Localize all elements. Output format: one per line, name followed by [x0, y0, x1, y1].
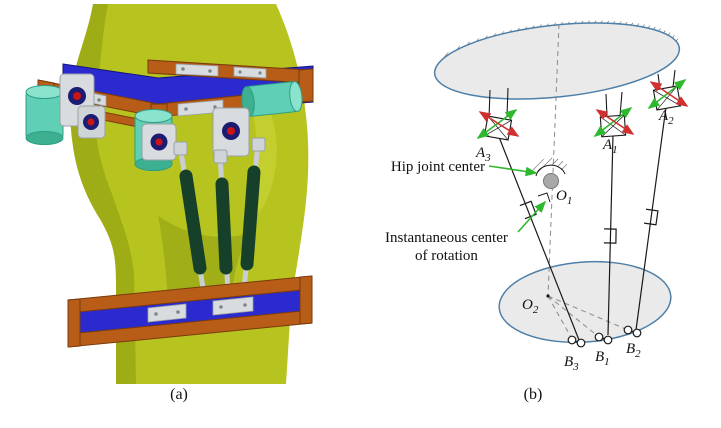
joint-disc-right — [222, 122, 240, 140]
leg-2 — [635, 106, 667, 331]
bottom-platform — [498, 260, 672, 344]
right-angle-mark — [537, 192, 551, 203]
joint-disc-middle — [150, 133, 168, 151]
panel-b-svg: Hip joint center Instantaneous center of… — [385, 20, 689, 373]
panel-a-svg — [25, 4, 314, 384]
label-A3: A3 — [475, 145, 491, 164]
icr-arrow — [517, 200, 547, 233]
actuator-strut-3 — [240, 137, 266, 291]
annotation-arrows — [488, 165, 547, 233]
motor-left — [25, 85, 64, 145]
joint-disc-left-upper — [68, 87, 86, 105]
top-platform — [433, 20, 681, 100]
icr-label-line2: of rotation — [415, 248, 478, 264]
hip-center-arrow — [488, 165, 538, 177]
icr-label-line1: Instantaneous center — [385, 230, 508, 246]
panel-b-schematic: Hip joint center Instantaneous center of… — [352, 4, 714, 384]
label-B2: B2 — [626, 341, 641, 360]
o2-point — [546, 294, 550, 298]
label-B3: B3 — [564, 354, 579, 373]
label-O1: O1 — [556, 188, 572, 207]
panel-a-render — [8, 4, 350, 384]
joint-A2 — [647, 79, 689, 111]
joint-B3 — [567, 335, 586, 348]
prismatic-joints — [519, 200, 659, 244]
actuator-strut-2 — [213, 149, 233, 293]
actuator-strut-1 — [173, 141, 207, 295]
label-A2: A2 — [658, 108, 674, 127]
leg-1 — [607, 134, 614, 336]
hip-joint-center-label: Hip joint center — [391, 159, 485, 175]
legs — [498, 106, 667, 341]
joint-B1 — [594, 332, 613, 345]
caption-panel-b: (b) — [523, 386, 543, 403]
leg-3 — [498, 136, 580, 341]
label-O2: O2 — [522, 297, 539, 316]
joint-A3 — [476, 109, 520, 141]
motor-right — [241, 81, 303, 117]
joint-B2 — [623, 325, 642, 338]
label-B1: B1 — [595, 349, 610, 368]
label-A1: A1 — [602, 137, 618, 156]
caption-panel-a: (a) — [170, 386, 188, 403]
joint-disc-left-lower — [83, 114, 99, 130]
joint-A1 — [593, 107, 635, 138]
thigh-belt — [67, 275, 313, 348]
